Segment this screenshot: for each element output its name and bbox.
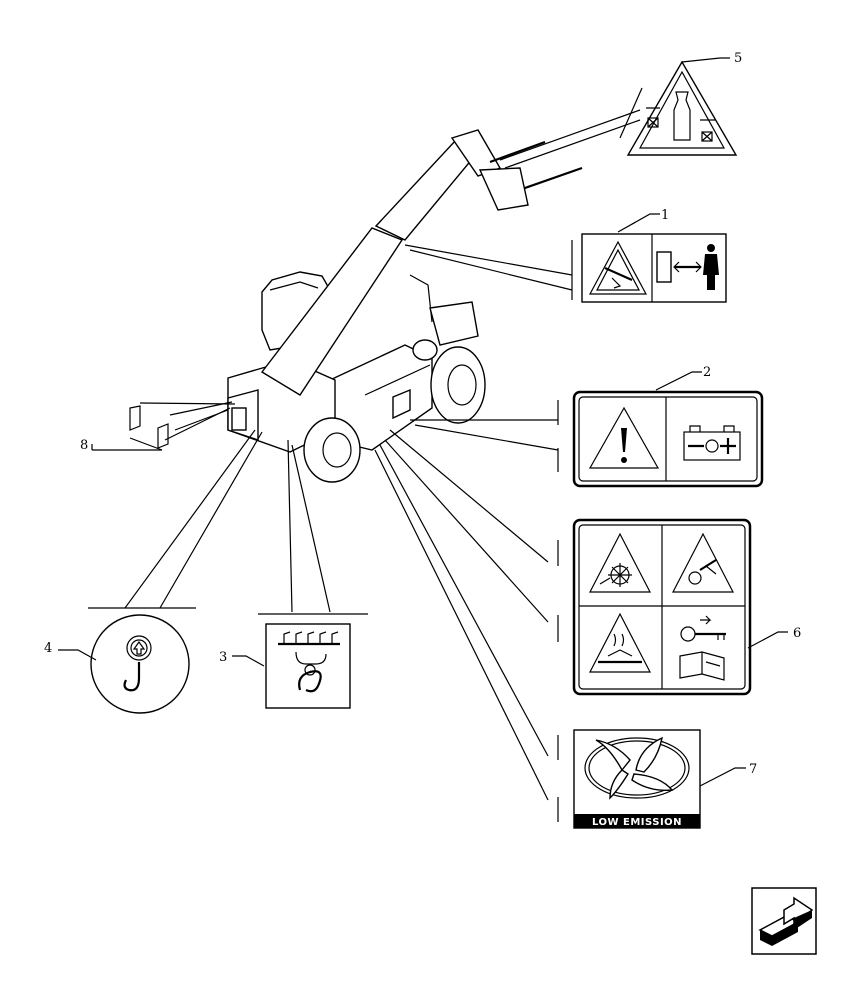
callout-5: 5 <box>734 51 742 66</box>
next-page-arrow-icon[interactable] <box>751 887 817 955</box>
decal-7-low-emission <box>573 729 701 829</box>
callout-leaders <box>58 57 788 787</box>
callout-8: 8 <box>80 438 88 453</box>
telehandler-machine <box>227 129 583 483</box>
part-8-brackets <box>92 405 169 451</box>
decal-4-lifting-point <box>90 614 190 714</box>
callout-numbers: 1 2 3 4 5 6 7 8 LOW EMISSION <box>44 51 801 828</box>
low-emission-label: LOW EMISSION <box>592 817 682 828</box>
callout-3: 3 <box>219 650 227 665</box>
decal-3-tie-down <box>265 623 351 709</box>
callout-1: 1 <box>661 208 669 223</box>
decal-1-crush-hazard-keep-distance <box>581 233 727 303</box>
decal-2-warning-battery <box>572 390 764 488</box>
callout-6: 6 <box>793 626 801 641</box>
leader-lines <box>88 87 643 822</box>
decal-5-triangle <box>626 60 738 156</box>
callout-2: 2 <box>703 365 711 380</box>
callout-7: 7 <box>749 762 757 777</box>
callout-4: 4 <box>44 641 52 656</box>
decal-6-four-hazards <box>572 518 752 696</box>
